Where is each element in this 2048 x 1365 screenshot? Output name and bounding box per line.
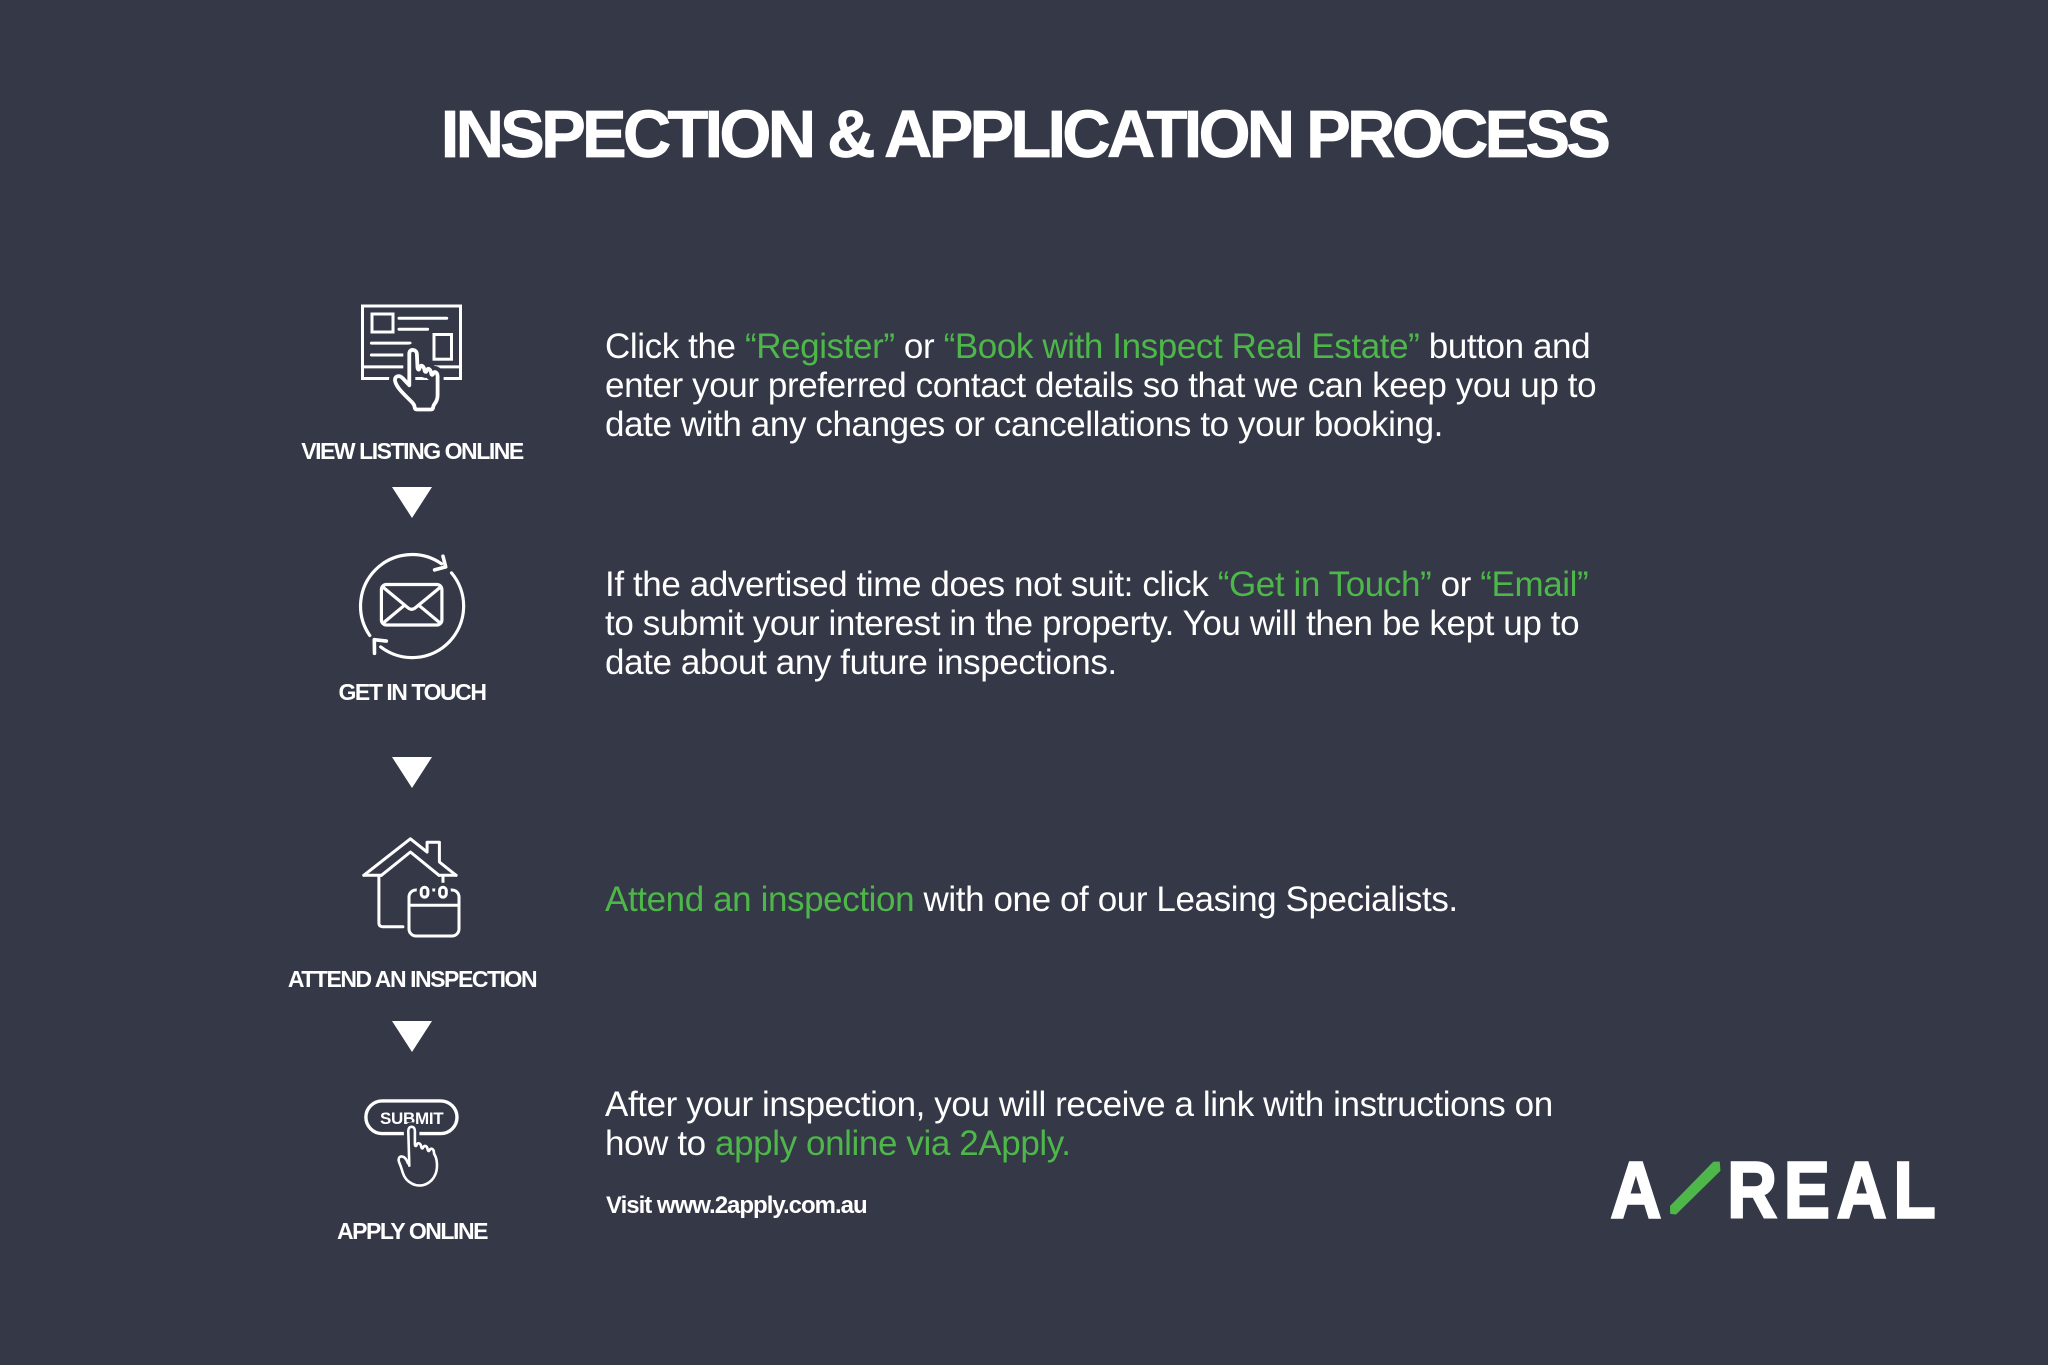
svg-text:REAL: REAL xyxy=(1727,1146,1942,1235)
svg-text:SUBMIT: SUBMIT xyxy=(380,1109,444,1128)
svg-text:A: A xyxy=(1610,1146,1667,1235)
